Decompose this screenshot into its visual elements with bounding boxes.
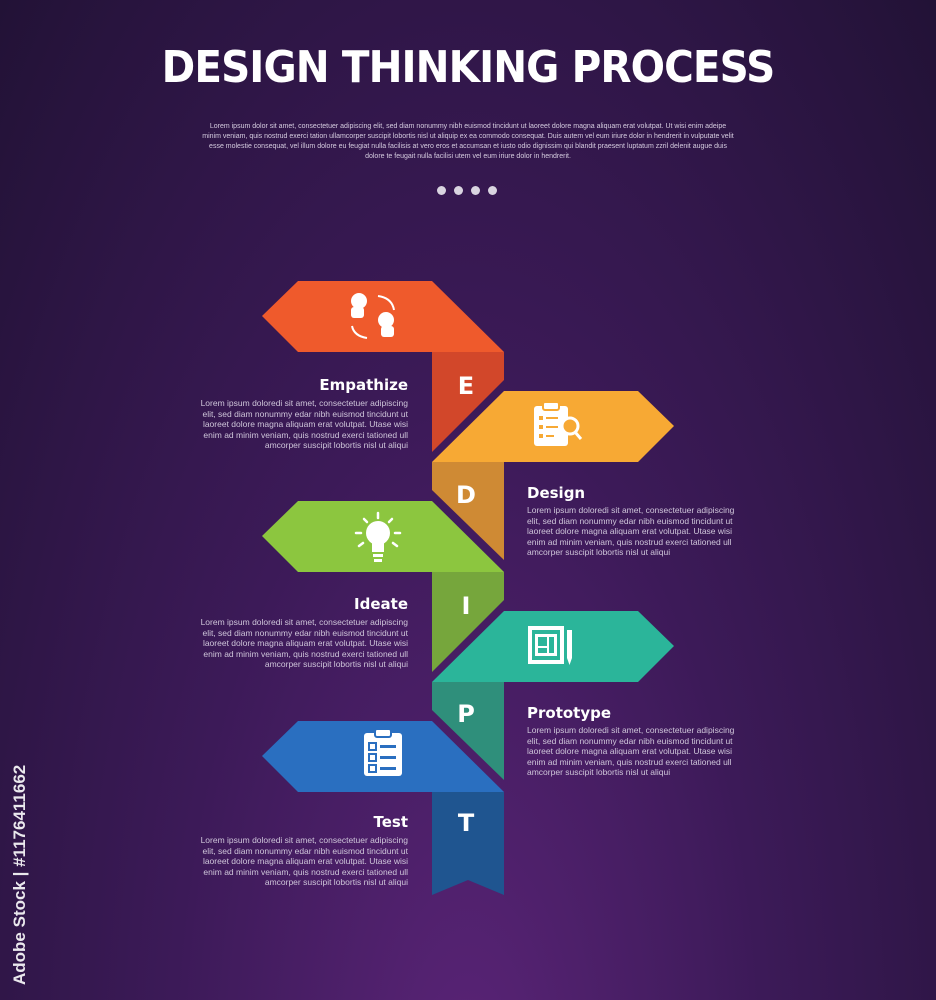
stage-text-test: Lorem ipsum doloredi sit amet, consectet… (200, 835, 408, 887)
dot (471, 186, 480, 195)
intro-paragraph: Lorem ipsum dolor sit amet, consectetuer… (202, 123, 734, 160)
stage-letter-d: D (456, 481, 476, 509)
stem-segment-2 (432, 462, 504, 560)
stage-letter-i: I (462, 592, 471, 620)
stage-letter-p: P (457, 700, 475, 728)
stem-segment-3 (432, 572, 504, 672)
page-title: DESIGN THINKING PROCESS (161, 42, 776, 93)
stage-text-ideate: Lorem ipsum doloredi sit amet, consectet… (200, 617, 408, 669)
checklist-icon (364, 728, 402, 776)
stage-title-design: Design (527, 484, 586, 502)
stage-title-prototype: Prototype (527, 704, 612, 722)
clipboard-search-icon (534, 401, 583, 446)
dot (488, 186, 497, 195)
stage-letter-e: E (458, 372, 474, 400)
stage-title-ideate: Ideate (354, 595, 408, 613)
stage-text-empathize: Lorem ipsum doloredi sit amet, consectet… (200, 398, 408, 450)
lightbulb-icon (354, 511, 402, 562)
stage-title-empathize: Empathize (319, 376, 408, 394)
stage-letter-t: T (458, 809, 475, 837)
pagination-dots (437, 186, 497, 195)
stage-text-design: Lorem ipsum doloredi sit amet, consectet… (527, 505, 735, 557)
stock-watermark: Adobe Stock | #1176411662 (10, 764, 29, 985)
empathy-heads-icon (351, 293, 395, 339)
dot (454, 186, 463, 195)
blueprint-pencil-icon (528, 626, 572, 665)
stem-segment-4 (432, 682, 504, 780)
stem-segment-5 (432, 792, 504, 895)
dot (437, 186, 446, 195)
stage-text-prototype: Lorem ipsum doloredi sit amet, consectet… (527, 725, 735, 777)
stage-title-test: Test (373, 813, 408, 831)
stem-segment-1 (432, 352, 504, 452)
